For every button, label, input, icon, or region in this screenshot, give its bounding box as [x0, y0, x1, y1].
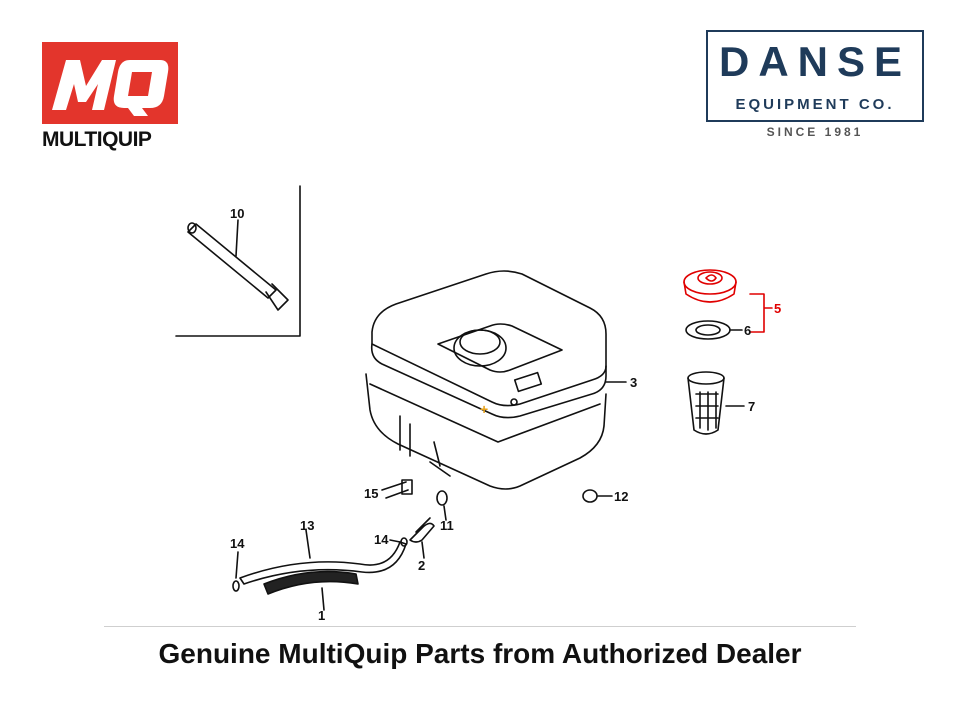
label-part-1: 1 [318, 608, 325, 620]
danse-logo-frame [706, 30, 924, 122]
label-part-15: 15 [364, 486, 378, 501]
label-part-13: 13 [300, 518, 314, 533]
part-2-fuel-valve [409, 517, 435, 543]
multiquip-logo: MULTIQUIP [42, 42, 182, 152]
part-15-bolt [381, 479, 413, 499]
danse-logo: DANSE EQUIPMENT CO. SINCE 1981 [706, 30, 928, 140]
danse-title: DANSE [718, 38, 912, 85]
caption-divider [104, 626, 856, 627]
label-part-11: 11 [440, 518, 454, 533]
part-3-fuel-tank [365, 270, 607, 490]
part-6-cap-gasket [685, 320, 731, 340]
label-part-12: 12 [614, 489, 628, 504]
part-11-washer [436, 490, 448, 506]
label-part-10: 10 [230, 206, 244, 221]
label-part-14-upper: 14 [374, 532, 389, 547]
part-10-fuel-tube [187, 222, 289, 311]
label-part-2: 2 [418, 558, 425, 573]
label-part-6: 6 [744, 323, 751, 338]
part-13-fuel-hose [239, 541, 407, 585]
parts-diagram-svg: + 10 3 5 6 7 15 11 12 2 14 13 14 1 [175, 185, 781, 623]
multiquip-wordmark: MULTIQUIP [42, 128, 152, 151]
part-12-plug [582, 489, 598, 503]
danse-since: SINCE 1981 [766, 125, 864, 139]
inset-frame [175, 185, 301, 337]
part-14-clip [400, 537, 408, 547]
mq-logo-mark [42, 42, 178, 124]
part-5-fuel-cap [683, 269, 773, 333]
parts-diagram: + 10 3 5 6 7 15 11 12 2 14 13 14 1 [160, 180, 800, 623]
label-part-14-lower: 14 [230, 536, 245, 551]
part-1-fuel-hose [263, 570, 359, 595]
label-part-5: 5 [774, 301, 781, 316]
tank-marker: + [480, 401, 488, 417]
label-part-7: 7 [748, 399, 755, 414]
part-7-fuel-strainer [687, 371, 725, 435]
label-part-3: 3 [630, 375, 637, 390]
part-14-clip [232, 580, 240, 592]
danse-subtitle: EQUIPMENT CO. [735, 96, 895, 113]
caption: Genuine MultiQuip Parts from Authorized … [158, 638, 802, 669]
